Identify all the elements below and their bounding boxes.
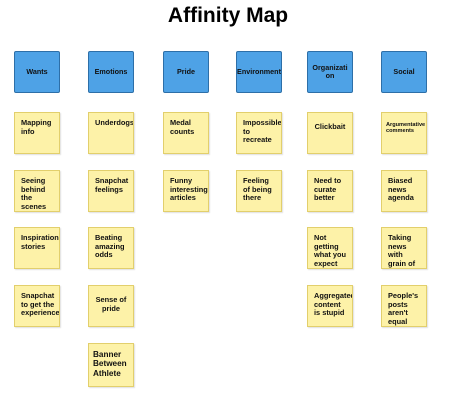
sticky-note: Mapping info [14, 112, 60, 154]
sticky-note: Snapchat feelings [88, 170, 134, 212]
diagram-title: Affinity Map [167, 4, 289, 27]
sticky-note: Funny interesting articles [163, 170, 209, 212]
header-organization: Organization [307, 51, 353, 93]
sticky-note: Medal counts [163, 112, 209, 154]
sticky-note: Inspirational stories [14, 227, 60, 269]
sticky-note: People's posts aren't equal [381, 285, 427, 327]
sticky-note: Sense of pride [88, 285, 134, 327]
header-pride: Pride [163, 51, 209, 93]
header-environment: Environment [236, 51, 282, 93]
sticky-note: Aggregated content is stupid [307, 285, 353, 327]
header-social: Social [381, 51, 427, 93]
sticky-note: Beating amazing odds [88, 227, 134, 269]
sticky-note: Seeing behind the scenes [14, 170, 60, 212]
sticky-note: Impossible to recreate [236, 112, 282, 154]
sticky-note: Banner Between Athlete [88, 343, 134, 387]
sticky-note: Need to curate better [307, 170, 353, 212]
header-wants: Wants [14, 51, 60, 93]
sticky-note: Not getting what you expect [307, 227, 353, 269]
sticky-note: Biased news agenda [381, 170, 427, 212]
sticky-note: Argumentative comments [381, 112, 427, 154]
sticky-note: Clickbait [307, 112, 353, 154]
sticky-note: Underdogs [88, 112, 134, 154]
header-emotions: Emotions [88, 51, 134, 93]
sticky-note: Taking news with grain of salt [381, 227, 427, 269]
sticky-note: Snapchat to get the experience [14, 285, 60, 327]
sticky-note: Feeling of being there [236, 170, 282, 212]
